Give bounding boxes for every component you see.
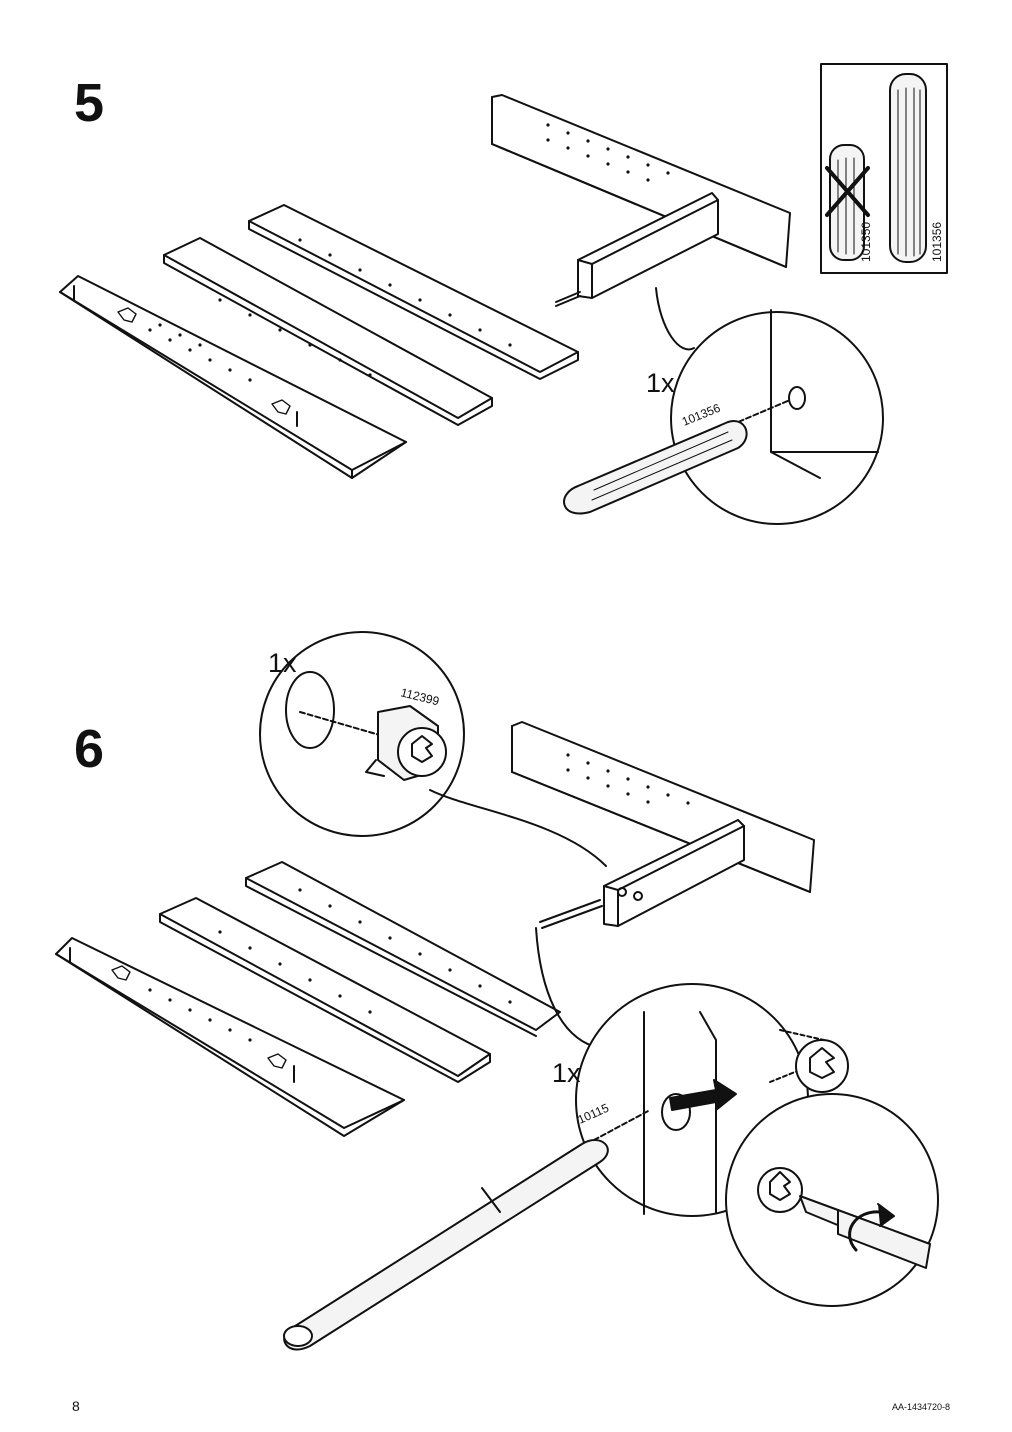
dowel-grooves [837,87,921,257]
step-6-panel-holes [148,888,512,1042]
step-5-frame [491,94,791,307]
step-5-number: 5 [74,73,105,133]
step-5-quantity: 1x [646,368,675,398]
page-number: 8 [72,1398,80,1414]
wrong-dowel-part-number: 101350 [859,222,873,262]
wrong-part-cross-icon [825,166,870,217]
step-6-loose-panels [55,861,561,1137]
step-6-number: 6 [74,719,105,779]
step-5-loose-panels [59,204,579,479]
step-6-frame-holes [566,753,690,805]
dowel-comparison-box [820,63,948,274]
step-6-frame [511,721,815,929]
step-5-detail-circle [563,287,884,525]
screwdriver-detail-circle [725,1093,939,1307]
step-5-frame-holes [546,123,670,182]
step-5-panel-holes [148,238,512,382]
right-dowel-part-number: 101356 [930,222,944,262]
cam-quantity: 1x [268,648,297,678]
dowel-detail-grooves [591,425,733,501]
bolt-quantity: 1x [552,1058,581,1088]
cam-lock-detail-circle [259,631,607,867]
document-code: AA-1434720-8 [891,1402,950,1412]
